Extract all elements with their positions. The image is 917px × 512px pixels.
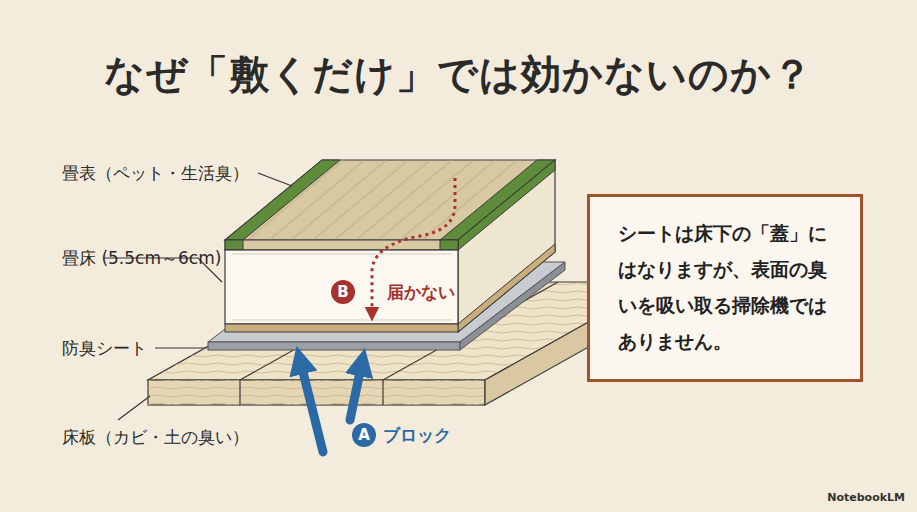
- layer-label: 畳表（ペット・生活臭）: [62, 161, 249, 185]
- watermark: NotebookLM: [827, 490, 905, 505]
- layer-label: 防臭シート: [62, 336, 147, 360]
- callout-letter: B: [337, 284, 348, 300]
- layer-label: 床板（カビ・土の臭い）: [62, 425, 249, 449]
- callout-letter: A: [358, 427, 370, 443]
- callout-circle: B: [331, 280, 355, 304]
- callout-circle: A: [352, 423, 376, 447]
- note-text: シートは床下の「蓋」にはなりますが、表面の臭いを吸い取る掃除機ではありません。: [618, 215, 838, 359]
- arrow-caption: ブロック: [383, 423, 451, 447]
- note-box: シートは床下の「蓋」にはなりますが、表面の臭いを吸い取る掃除機ではありません。: [587, 194, 863, 382]
- tatami-mat: [225, 160, 555, 332]
- leader-lines: [104, 173, 292, 420]
- not-reach-arrow: [372, 178, 455, 314]
- slide-title: なぜ「敷くだけ」では効かないのか？: [0, 48, 917, 100]
- layer-label: 畳床 (5.5cm～6cm): [62, 245, 227, 272]
- arrow-caption: 届かない: [387, 280, 455, 304]
